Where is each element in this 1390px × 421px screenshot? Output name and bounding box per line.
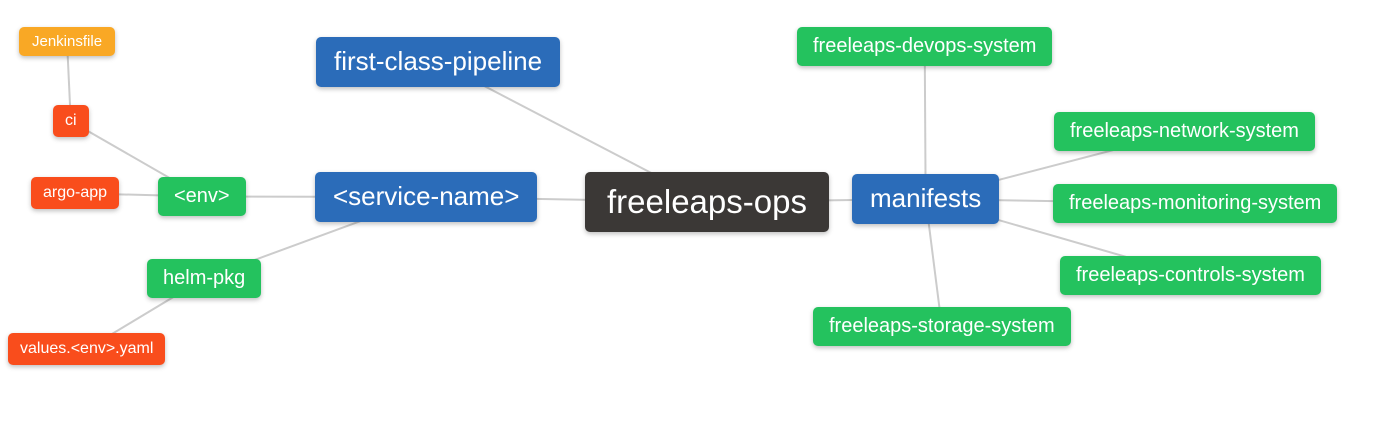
node-manifests[interactable]: manifests xyxy=(852,174,1000,224)
node-freeleaps-monitoring-system[interactable]: freeleaps-monitoring-system xyxy=(1053,184,1338,223)
node-argo-app[interactable]: argo-app xyxy=(31,177,120,210)
node-ci[interactable]: ci xyxy=(53,105,89,138)
node-freeleaps-storage-system[interactable]: freeleaps-storage-system xyxy=(813,307,1071,346)
node-env[interactable]: <env> xyxy=(158,177,246,216)
node-freeleaps-devops-system[interactable]: freeleaps-devops-system xyxy=(797,27,1053,66)
node-freeleaps-ops-root[interactable]: freeleaps-ops xyxy=(585,172,829,232)
node-helm-pkg[interactable]: helm-pkg xyxy=(147,259,262,298)
node-values-env-yaml[interactable]: values.<env>.yaml xyxy=(8,333,166,366)
node-freeleaps-controls-system[interactable]: freeleaps-controls-system xyxy=(1060,256,1321,295)
node-first-class-pipeline[interactable]: first-class-pipeline xyxy=(316,37,561,87)
connector-manifests-devops xyxy=(923,46,927,199)
node-freeleaps-network-system[interactable]: freeleaps-network-system xyxy=(1054,112,1315,151)
node-jenkinsfile[interactable]: Jenkinsfile xyxy=(19,27,116,57)
node-service-name[interactable]: <service-name> xyxy=(315,172,538,222)
